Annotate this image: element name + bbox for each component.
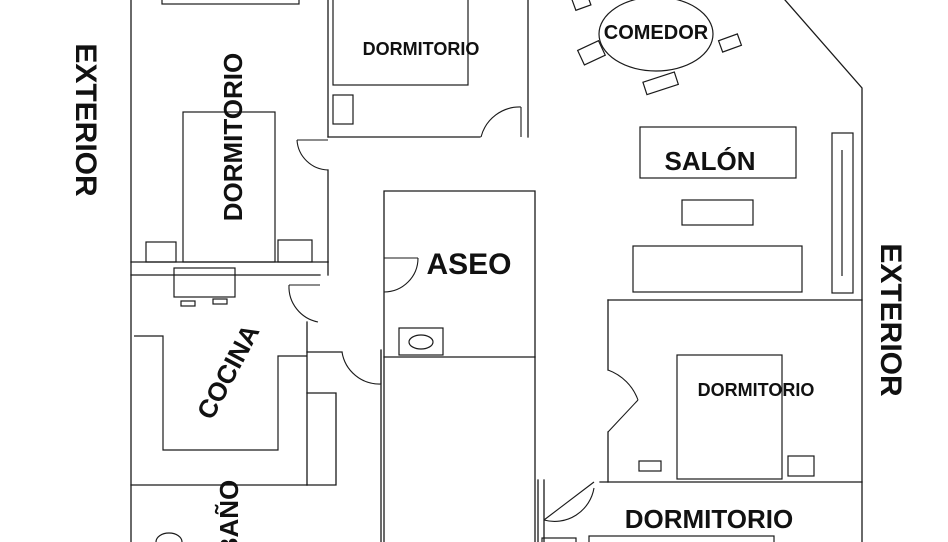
dining-chair-c <box>642 71 680 96</box>
label-exterior-right: EXTERIOR <box>874 243 907 397</box>
cocina-chair-a <box>180 300 196 307</box>
label-comedor: COMEDOR <box>604 22 709 44</box>
door-dorm-bottom-swing <box>543 487 595 522</box>
label-exterior-left: EXTERIOR <box>69 43 102 197</box>
label-bano: BAÑO <box>214 480 244 542</box>
bano-toilet <box>155 532 183 542</box>
furniture <box>134 0 854 542</box>
label-dormitorio-right: DORMITORIO <box>698 380 815 400</box>
aseo-sink-bowl <box>408 334 434 350</box>
nightstand-dorm-top <box>332 94 354 125</box>
door-aseo-swing <box>383 257 419 293</box>
dining-chair-d <box>717 33 743 53</box>
salon-shelf <box>831 132 854 294</box>
cocina-chair-b <box>212 298 228 305</box>
label-salon: SALÓN <box>665 146 756 176</box>
salon-coffee-table <box>681 199 754 226</box>
wall-outer-right <box>784 0 863 542</box>
labels: EXTERIOR EXTERIOR DORMITORIO DORMITORIO … <box>69 22 907 542</box>
nightstand-dorm-right-b <box>787 455 815 477</box>
door-dorm-right-leaf <box>607 399 639 433</box>
bed-dorm-bottom <box>588 535 775 542</box>
bed-top-left-partial <box>161 0 300 5</box>
doors <box>288 106 639 522</box>
nightstand-dorm-left-b <box>277 239 313 263</box>
dining-chair-b <box>576 39 607 66</box>
wall-aseo <box>383 190 536 542</box>
door-cocina-swing <box>288 284 319 323</box>
label-dormitorio-top: DORMITORIO <box>363 39 480 59</box>
door-dorm-left-swing <box>296 139 329 171</box>
door-dorm-right-swing <box>607 369 639 401</box>
aseo-sink-box <box>398 327 444 356</box>
nightstand-dorm-right-a <box>638 460 662 472</box>
bed-dorm-right <box>676 354 783 480</box>
walls <box>130 0 863 542</box>
wall-bath-box <box>306 392 337 486</box>
salon-tv-unit <box>632 245 803 293</box>
door-dorm-bottom-leaf <box>543 481 595 521</box>
label-dormitorio-left: DORMITORIO <box>218 53 248 222</box>
label-dormitorio-bottom: DORMITORIO <box>625 504 794 534</box>
nightstand-dorm-left-a <box>145 241 177 263</box>
dining-table <box>598 0 714 72</box>
label-aseo: ASEO <box>426 248 511 281</box>
bed-dorm-left <box>182 111 276 263</box>
cocina-table <box>173 267 236 298</box>
bed-dorm-top <box>332 0 469 86</box>
dining-chair-a <box>570 0 592 12</box>
nightstand-dorm-bottom <box>541 537 577 542</box>
salon-sofa <box>639 126 797 179</box>
cocina-counter <box>134 335 307 451</box>
door-hall-swing <box>341 351 382 385</box>
label-cocina: COCINA <box>191 319 266 424</box>
door-dorm-top-swing <box>480 106 522 138</box>
